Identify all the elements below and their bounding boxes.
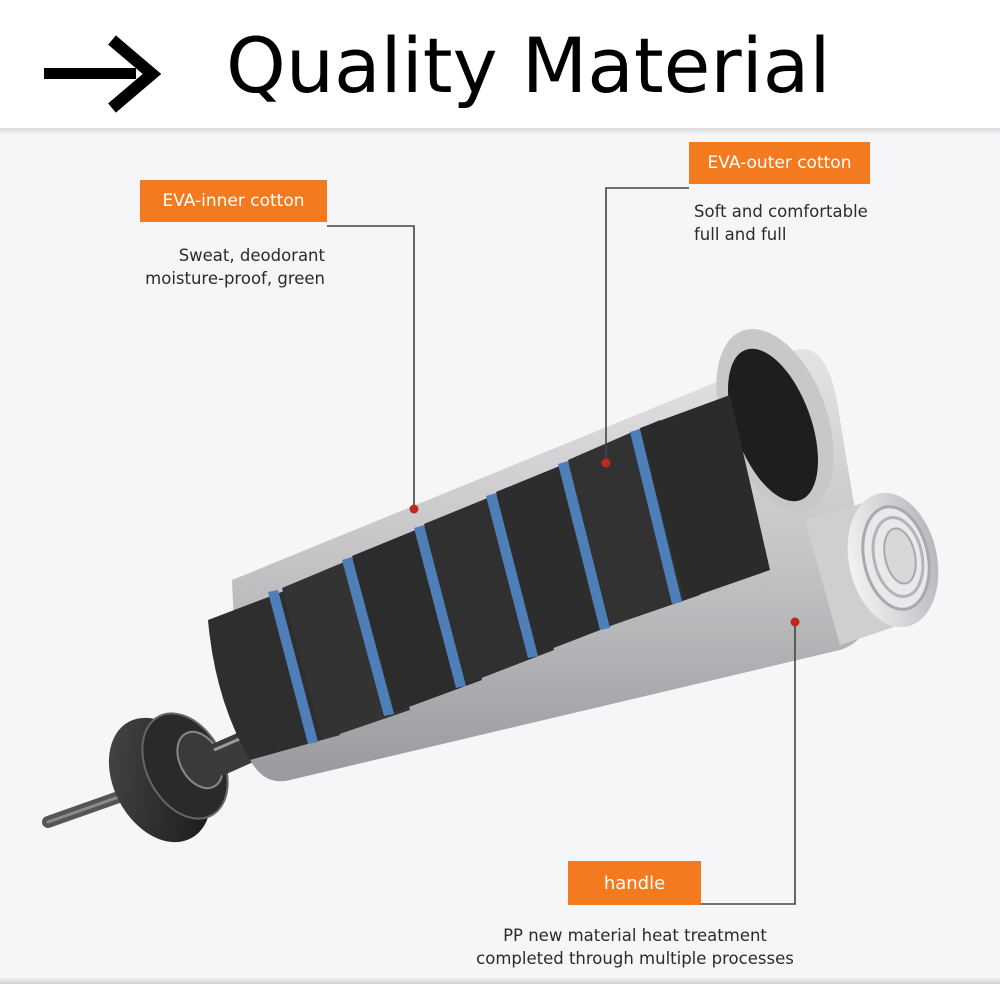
description-line: full and full	[694, 225, 787, 244]
description-line: PP new material heat treatment	[503, 926, 767, 945]
threaded-end	[805, 492, 939, 645]
handle-description: PP new material heat treatment completed…	[440, 924, 830, 970]
outer-cotton-description: Soft and comfortable full and full	[694, 200, 868, 246]
marker-dots	[409, 458, 800, 627]
handle-cutaway-illustration	[42, 187, 939, 905]
divider	[0, 978, 1000, 984]
inner-cotton-tag: EVA-inner cotton	[140, 180, 327, 222]
inner-cotton-stripes	[268, 429, 682, 744]
page-title: Quality Material	[226, 21, 831, 110]
description-line: Sweat, deodorant	[178, 246, 325, 265]
description-line: moisture-proof, green	[145, 269, 325, 288]
handle-tag: handle	[568, 861, 701, 905]
outer-cotton-tag: EVA-outer cotton	[689, 142, 870, 184]
inner-cotton-description: Sweat, deodorant moisture-proof, green	[100, 244, 325, 290]
arrow-right-icon	[44, 35, 162, 113]
divider	[0, 128, 1000, 134]
footer	[0, 984, 1000, 1000]
header: Quality Material	[0, 0, 1000, 130]
description-line: completed through multiple processes	[476, 949, 794, 968]
description-line: Soft and comfortable	[694, 202, 868, 221]
leader-lines	[327, 187, 796, 905]
